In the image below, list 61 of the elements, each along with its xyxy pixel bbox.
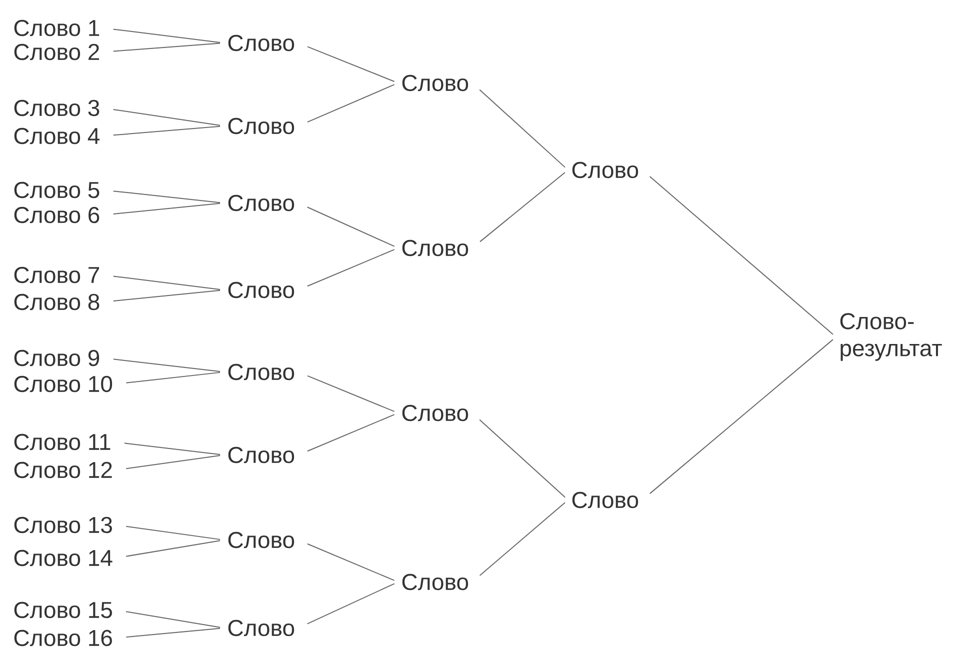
word-label: Слово — [572, 492, 638, 508]
word-label: Слово — [228, 34, 294, 52]
word-label: Слово 10 — [14, 376, 112, 392]
connector-line — [306, 206, 395, 247]
connector-line — [126, 455, 221, 470]
word-label: Слово — [228, 118, 294, 134]
word-label: Слово — [402, 574, 468, 590]
word-label: Слово — [228, 194, 294, 212]
connector-line — [649, 339, 834, 494]
connector-line — [306, 543, 395, 581]
word-label: Слово — [402, 74, 468, 92]
connector-line — [112, 358, 221, 372]
connector-line — [307, 375, 395, 412]
word-label: Слово 13 — [14, 516, 112, 534]
word-label: Слово 9 — [14, 350, 100, 366]
connector-line — [306, 583, 395, 624]
word-label: Слово 14 — [14, 550, 112, 566]
word-label: Слово — [228, 364, 294, 380]
word-label: Слово — [402, 404, 468, 422]
connector-line — [124, 442, 221, 456]
word-label: Слово 11 — [14, 434, 110, 450]
connector-line — [307, 46, 395, 82]
connector-line — [112, 276, 221, 290]
connector-line — [480, 172, 566, 242]
connector-line — [112, 202, 221, 214]
connector-line — [306, 84, 395, 123]
word-label: Слово 2 — [14, 44, 100, 60]
word-label: Слово 4 — [14, 128, 100, 144]
connector-line — [126, 526, 221, 540]
word-label: Слово — [228, 446, 294, 464]
connector-line — [112, 108, 221, 126]
word-label: Слово 8 — [14, 294, 100, 310]
word-label: Слово 7 — [14, 266, 100, 284]
connector-line — [126, 540, 221, 557]
word-label: Слово — [572, 162, 638, 178]
word-label: Слово 15 — [14, 602, 112, 618]
connector-line — [479, 419, 566, 498]
word-label: Слово 12 — [14, 462, 112, 478]
connector-line — [649, 176, 834, 335]
word-label: Слово 3 — [14, 100, 100, 116]
connector-line — [126, 372, 221, 384]
word-label: Слово 1 — [14, 20, 100, 36]
word-label: Слово 5 — [14, 182, 100, 198]
word-label: Слово 16 — [14, 630, 112, 646]
connector-line — [112, 290, 221, 302]
word-label: Слово 6 — [14, 206, 100, 224]
connector-line — [126, 628, 221, 638]
connector-line — [112, 28, 221, 43]
word-label: Слово — [228, 620, 294, 636]
result-label: Слово-результат — [840, 313, 942, 361]
connector-line — [112, 190, 221, 204]
connector-line — [306, 249, 395, 287]
word-label: Слово — [228, 282, 294, 298]
connector-line — [112, 126, 221, 136]
connector-line — [126, 611, 221, 628]
word-label: Слово — [402, 240, 468, 256]
connector-line — [479, 502, 566, 576]
connector-line — [306, 414, 395, 452]
connector-line — [112, 42, 221, 52]
word-label: Слово — [228, 532, 294, 548]
connector-line — [479, 89, 566, 168]
